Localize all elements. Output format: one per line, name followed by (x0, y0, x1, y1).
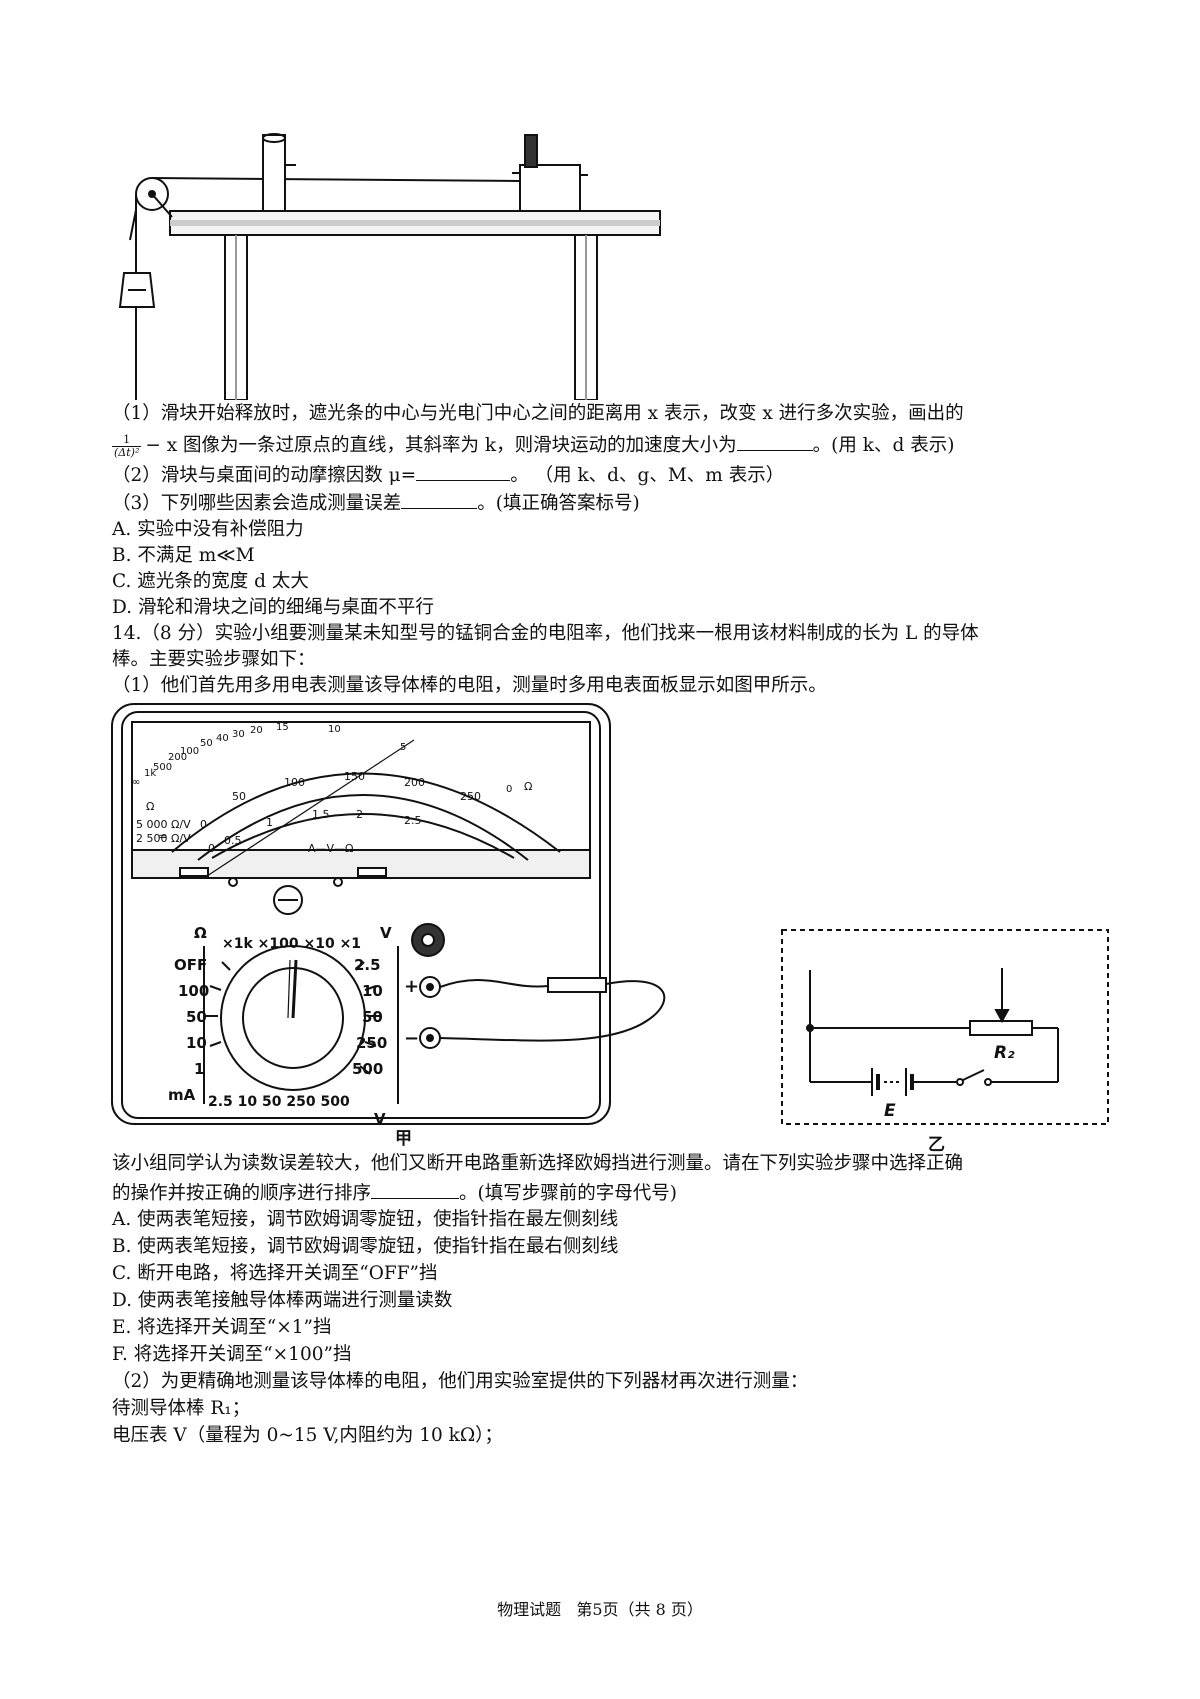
left-mark-2: ≃ (158, 830, 167, 843)
left-mark-1: Ω (146, 800, 154, 813)
q13-part2-text: （2）滑块与桌面间的动摩擦因数 μ= (112, 465, 417, 486)
ohm-scale-1: ∞ (132, 777, 140, 788)
q13-part1-line1: （1）滑块开始释放时，遮光条的中心与光电门中心之间的距离用 x 表示，改变 x … (112, 403, 964, 424)
v-range-4: 250 (356, 1034, 387, 1052)
dc-scale-6: 250 (460, 790, 481, 803)
omega-label: Ω (194, 924, 207, 942)
dc-scale-1: 0 (200, 818, 207, 831)
q14-after-line2: 的操作并按正确的顺序进行排序 。(填写步骤前的字母代号) (112, 1180, 677, 1206)
ma-unit: mA (168, 1086, 196, 1104)
ac-scale-3: 1 (266, 816, 273, 829)
q14-step-d: D. 使两表笔接触导体棒两端进行测量读数 (112, 1290, 453, 1311)
q14-intro-line2: 棒。主要实验步骤如下： (112, 649, 316, 670)
q14-after-tail: 。(填写步骤前的字母代号) (459, 1183, 677, 1204)
answer-blank-3[interactable] (401, 490, 478, 509)
q13-option-b: B. 不满足 m≪M (112, 545, 255, 566)
conductor-rod (547, 977, 607, 993)
dc-scale-2: 50 (232, 790, 246, 803)
ac-scale-4: 1.5 (312, 808, 330, 821)
ac-scale-1: 0 (208, 842, 215, 855)
q13-part3-text: （3）下列哪些因素会造成测量误差 (112, 493, 402, 514)
v-unit-bottom: V (374, 1110, 386, 1128)
q14-step-f: F. 将选择开关调至“×100”挡 (112, 1344, 352, 1365)
ma-range-4: 1 (194, 1060, 204, 1078)
q14-step-c: C. 断开电路，将选择开关调至“OFF”挡 (112, 1263, 438, 1284)
zero-adjust-screw[interactable] (273, 885, 303, 915)
q14-step-a: A. 使两表笔短接，调节欧姆调零旋钮，使指针指在最左侧刻线 (112, 1209, 619, 1230)
ohm-scale-7: 40 (216, 733, 229, 744)
r2-label: R₂ (994, 1043, 1015, 1063)
circuit-figure: R₂ E (781, 929, 1109, 1125)
ma-range-1: 100 (178, 982, 209, 1000)
e-label: E (884, 1101, 896, 1121)
q14-after-line1: 该小组同学认为读数误差较大，他们又断开电路重新选择欧姆挡进行测量。请在下列实验步… (112, 1153, 964, 1174)
ac-scale-6: 2.5 (404, 814, 422, 827)
apparatus-figure (118, 133, 661, 400)
ohm-scale-11: 10 (328, 724, 341, 735)
v-range-1: 2.5 (354, 956, 381, 974)
ohm-scale-10: 15 (276, 722, 289, 733)
sensitivity-1: 5 000 Ω/V (136, 818, 191, 831)
ohm-scale-2: 1k (144, 768, 156, 779)
dc-scale-5: 200 (404, 776, 425, 789)
selector-knob[interactable] (220, 945, 366, 1091)
q13-part1-tail: 。(用 k、d 表示) (812, 435, 955, 456)
q13-option-a: A. 实验中没有补偿阻力 (112, 519, 304, 540)
v-range-2: 10 (362, 982, 383, 1000)
rheostat-r2 (969, 1020, 1033, 1036)
q13-part2: （2）滑块与桌面间的动摩擦因数 μ= 。 （用 k、d、g、M、m 表示） (112, 462, 784, 488)
left-mark-3: Ω (524, 780, 532, 793)
q13-option-d: D. 滑轮和滑块之间的细绳与桌面不平行 (112, 597, 434, 618)
q13-part2-tail: 。 （用 k、d、g、M、m 表示） (510, 465, 785, 486)
q14-item-1: 待测导体棒 R₁； (112, 1398, 251, 1419)
q14-intro-line1: 14.（8 分）实验小组要测量某未知型号的锰铜合金的电阻率，他们找来一根用该材料… (112, 623, 979, 644)
v-range-3: 50 (362, 1008, 383, 1026)
q14-item-2: 电压表 V（量程为 0~15 V,内阻约为 10 kΩ）； (112, 1425, 503, 1446)
ohm-scale-4: 200 (168, 752, 187, 763)
q14-after-text: 的操作并按正确的顺序进行排序 (112, 1183, 372, 1204)
q14-step-e: E. 将选择开关调至“×1”挡 (112, 1317, 332, 1338)
q13-option-c: C. 遮光条的宽度 d 太大 (112, 571, 309, 592)
ohm-scale-8: 30 (232, 729, 245, 740)
ma-range-3: 10 (186, 1034, 207, 1052)
off-label: OFF (174, 956, 207, 974)
meter-needle (203, 739, 415, 879)
multimeter-figure: ∞ 1k 500 200 100 50 40 30 20 15 10 5 0 0… (111, 703, 666, 1128)
ma-range-2: 50 (186, 1008, 207, 1026)
ohm-scale-3: 500 (153, 762, 172, 773)
answer-blank-1[interactable] (736, 432, 813, 451)
q14-step-b: B. 使两表笔短接，调节欧姆调零旋钮，使指针指在最右侧刻线 (112, 1236, 619, 1257)
answer-blank-2[interactable] (416, 462, 511, 481)
answer-blank-4[interactable] (371, 1180, 460, 1199)
minus-label: − (404, 1028, 419, 1049)
q13-part1-text: − x 图像为一条过原点的直线，其斜率为 k，则滑块运动的加速度大小为 (145, 435, 737, 456)
fraction: 1(Δt)² (112, 433, 142, 459)
dc-scale-4: 150 (344, 770, 365, 783)
figure-yi-label: 乙 (928, 1135, 945, 1155)
ohm-ranges: ×1k ×100 ×10 ×1 (222, 936, 361, 952)
q14-part2: （2）为更精确地测量该导体棒的电阻，他们用实验室提供的下列器材再次进行测量： (112, 1371, 809, 1392)
sensitivity-2: 2 500 Ω/V (136, 832, 191, 845)
plus-label: + (404, 976, 419, 997)
q14-part1: （1）他们首先用多用电表测量该导体棒的电阻，测量时多用电表面板显示如图甲所示。 (112, 675, 827, 696)
fraction-denominator: (Δt)² (114, 445, 140, 459)
fraction-numerator: 1 (112, 433, 142, 447)
v-range-5: 500 (352, 1060, 383, 1078)
ac-scale-5: 2 (356, 808, 363, 821)
unit-label: A—V—Ω (308, 842, 353, 855)
ohm-scale-9: 20 (250, 725, 263, 736)
q13-part1-line2: 1(Δt)²− x 图像为一条过原点的直线，其斜率为 k，则滑块运动的加速度大小… (112, 432, 954, 459)
figure-jia-label: 甲 (395, 1129, 412, 1149)
v-label: V (380, 924, 392, 942)
dc-scale-3: 100 (284, 776, 305, 789)
ohm-scale-5: 100 (180, 746, 199, 757)
page-footer: 物理试题 第5页（共 8 页） (497, 1600, 703, 1619)
v-ranges-bottom: 2.5 10 50 250 500 (208, 1094, 350, 1110)
ohm-scale-6: 50 (200, 738, 213, 749)
ohm-scale-13: 0 (506, 784, 512, 795)
ac-scale-2: 0.5 (224, 834, 242, 847)
q13-part3-tail: 。(填正确答案标号) (477, 493, 640, 514)
q13-part3: （3）下列哪些因素会造成测量误差 。(填正确答案标号) (112, 490, 640, 516)
